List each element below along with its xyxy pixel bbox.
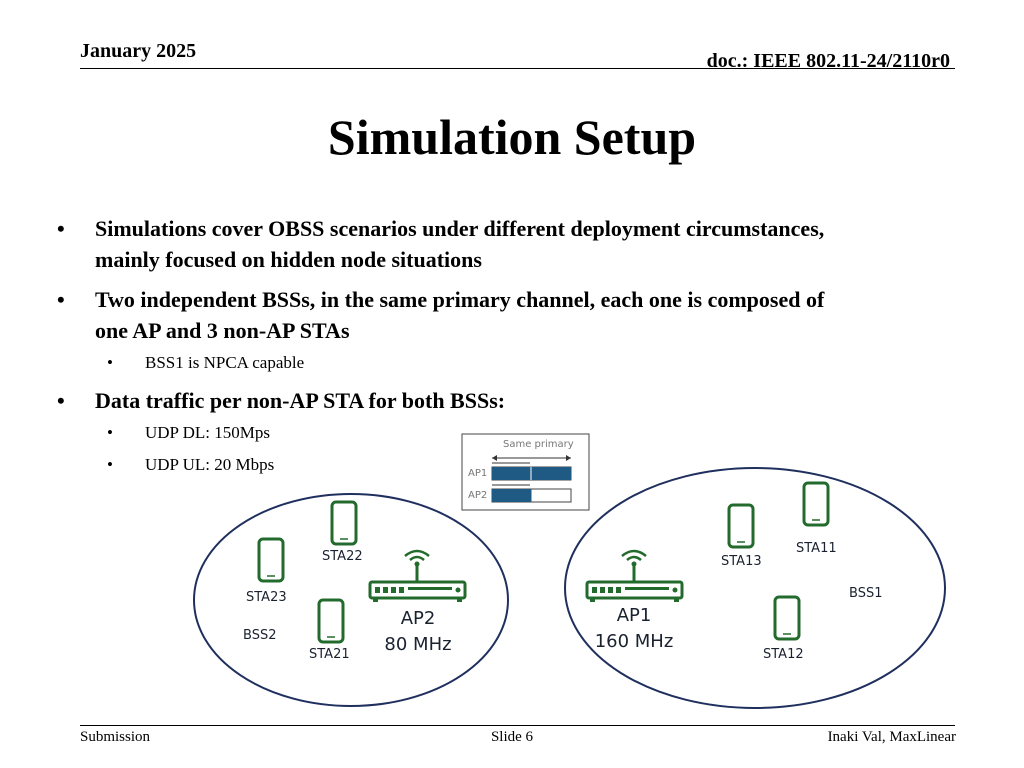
footer-slide-number: Slide 6 [490, 729, 534, 745]
slide-title: Simulation Setup [327, 109, 697, 165]
sub-bullet-dot: • [107, 455, 113, 474]
sta11-label: STA11 [796, 541, 837, 556]
ap2-router-icon [368, 549, 467, 604]
legend-ap2-label: AP2 [468, 490, 488, 501]
ap1-bandwidth: 160 MHz [594, 631, 674, 652]
footer-author: Inaki Val, MaxLinear [827, 729, 956, 745]
bullet-2: • Two independent BSSs, in the same prim… [57, 284, 967, 346]
footer-divider [80, 725, 955, 726]
ap2-channel-fill [492, 489, 532, 502]
sta23-phone-icon [257, 537, 285, 583]
sta11-phone-icon [802, 481, 830, 527]
bullet-3: • Data traffic per non-AP STA for both B… [57, 385, 967, 416]
ap1-router-icon [585, 549, 684, 604]
sub-bullet-dot: • [107, 423, 113, 442]
bullet-dot: • [57, 216, 65, 241]
bullet-1: • Simulations cover OBSS scenarios under… [57, 213, 967, 275]
bss2-coverage-ellipse [193, 493, 509, 707]
sta13-phone-icon [727, 503, 755, 549]
bullet-1-line-2: mainly focused on hidden node situations [95, 247, 482, 272]
sta21-phone-icon [317, 598, 345, 644]
header-divider [80, 68, 955, 69]
ap2-bandwidth: 80 MHz [384, 634, 452, 655]
sta21-label: STA21 [309, 647, 350, 662]
sta12-label: STA12 [763, 647, 804, 662]
footer-submission: Submission [80, 729, 151, 745]
bss1-label: BSS1 [849, 586, 883, 601]
bullet-dot: • [57, 287, 65, 312]
sta12-phone-icon [773, 595, 801, 641]
bullet-2-line-2: one AP and 3 non-AP STAs [95, 318, 350, 343]
ap1-name: AP1 [616, 605, 652, 626]
sub-bullet-dot: • [107, 353, 113, 372]
header-date: January 2025 [80, 40, 197, 62]
sta22-label: STA22 [322, 549, 363, 564]
bss1-coverage-ellipse [564, 467, 946, 709]
legend-ap1-label: AP1 [468, 468, 488, 479]
bullet-3-line-1: Data traffic per non-AP STA for both BSS… [95, 388, 506, 413]
sta13-label: STA13 [721, 554, 762, 569]
legend-caption: Same primary [503, 439, 574, 450]
bullet-1-line-1: Simulations cover OBSS scenarios under d… [95, 216, 825, 241]
bullet-2-line-1: Two independent BSSs, in the same primar… [95, 287, 825, 312]
sta23-label: STA23 [246, 590, 287, 605]
bss2-label: BSS2 [243, 628, 277, 643]
bullet-dot: • [57, 388, 65, 413]
channel-legend [461, 433, 590, 511]
ap2-name: AP2 [400, 608, 436, 629]
sta22-phone-icon [330, 500, 358, 546]
header-doc-id: doc.: IEEE 802.11-24/2110r0 [706, 50, 950, 72]
